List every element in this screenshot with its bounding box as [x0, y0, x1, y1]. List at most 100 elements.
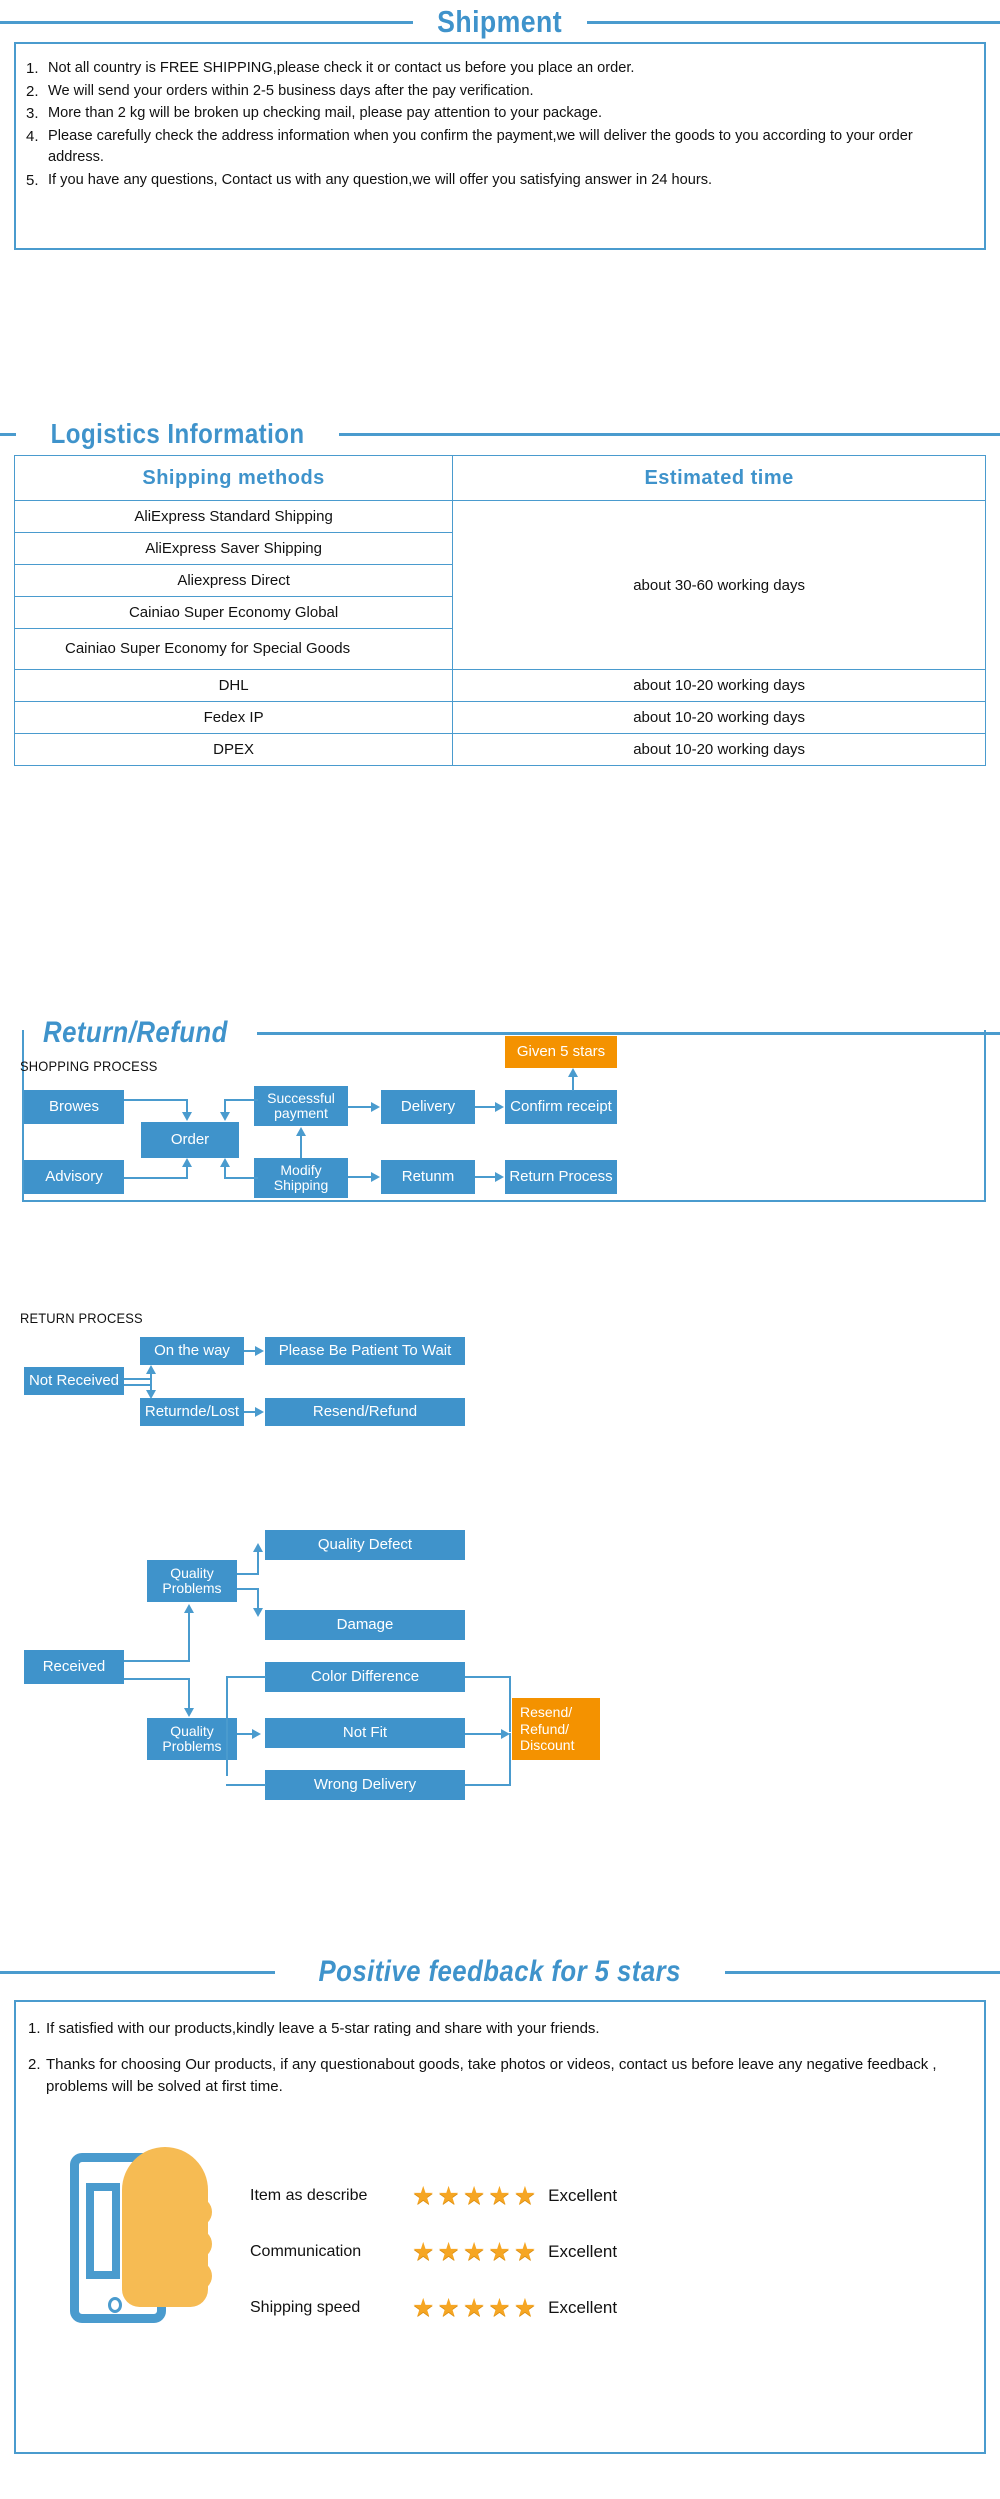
connector-notreceived-split-2: [124, 1384, 152, 1386]
connector-right-spine-top: [509, 1676, 511, 1732]
flow-node-quality-problems-top[interactable]: Quality Problems: [147, 1560, 237, 1602]
cell-shipping-method: AliExpress Standard Shipping: [13, 500, 454, 533]
list-text: We will send your orders within 2-5 busi…: [48, 82, 534, 99]
cell-shipping-method: Aliexpress Direct: [13, 564, 454, 597]
connector-payment-delivery: [348, 1106, 372, 1108]
flow-node-quality-defect[interactable]: Quality Defect: [265, 1530, 465, 1560]
star-icon: ★: [488, 2237, 511, 2266]
arrow-right-icon: [495, 1102, 504, 1112]
list-text: If you have any questions, Contact us wi…: [48, 171, 713, 188]
star-icon: ★: [437, 2181, 460, 2210]
divider-line-right: [339, 432, 1000, 436]
list-number: 4.: [26, 128, 39, 146]
thumb-knuckle-3: [156, 2261, 212, 2291]
connector-modify-order-rise: [224, 1167, 226, 1179]
arrow-right-icon: [252, 1729, 261, 1739]
feedback-title: Positive feedback for 5 stars: [318, 1955, 682, 1988]
connector-browes-order: [124, 1099, 188, 1101]
list-number: 3.: [26, 105, 39, 123]
flow-node-resend-refund[interactable]: Resend/Refund: [265, 1398, 465, 1426]
arrow-down-icon: [253, 1608, 263, 1617]
connector-color-resend: [465, 1676, 511, 1678]
flow-node-received[interactable]: Received: [24, 1650, 124, 1684]
cell-shipping-method: DHL: [13, 669, 454, 702]
flow-node-return-process[interactable]: Return Process: [505, 1160, 617, 1194]
star-icon: ★: [513, 2237, 537, 2266]
cell-shipping-method: AliExpress Saver Shipping: [13, 532, 454, 565]
cell-estimated-time: about 10-20 working days: [452, 701, 986, 734]
arrow-down-icon: [220, 1112, 230, 1121]
flow-node-please-wait[interactable]: Please Be Patient To Wait: [265, 1337, 465, 1365]
divider-line-right: [256, 1031, 1000, 1035]
star-icon: ★: [488, 2181, 511, 2210]
arrow-up-icon: [182, 1158, 192, 1167]
flow-node-given-5-stars[interactable]: Given 5 stars: [505, 1036, 617, 1068]
rating-row: Communication ★ ★ ★ ★ ★ Excellent: [250, 2224, 730, 2280]
flow-node-delivery[interactable]: Delivery: [381, 1090, 475, 1124]
flow-node-not-received[interactable]: Not Received: [24, 1367, 124, 1395]
logistics-table: Shipping methods Estimated time AliExpre…: [13, 455, 986, 766]
connector-notreceived-split: [124, 1378, 152, 1380]
flow-node-advisory[interactable]: Advisory: [24, 1160, 124, 1194]
divider-line-left: [0, 20, 414, 24]
list-item: 2. We will send your orders within 2-5 bu…: [26, 81, 968, 102]
shopping-process-panel: [22, 1030, 986, 1202]
flow-node-damage[interactable]: Damage: [265, 1610, 465, 1640]
return-process-label: RETURN PROCESS: [20, 1310, 143, 1326]
flow-node-color-difference[interactable]: Color Difference: [265, 1662, 465, 1692]
connector-qp-defect: [237, 1573, 259, 1575]
flow-node-quality-problems-bottom[interactable]: Quality Problems: [147, 1718, 237, 1760]
list-item: 3.More than 2 kg will be broken up check…: [26, 103, 968, 124]
flow-node-confirm-receipt[interactable]: Confirm receipt: [505, 1090, 617, 1124]
list-number: 1.: [26, 60, 39, 77]
star-rating: ★ ★ ★ ★ ★: [412, 2181, 537, 2210]
connector-notfit-resend: [465, 1733, 503, 1735]
cell-shipping-method: DPEX: [13, 733, 454, 766]
connector-received-qp-top: [124, 1660, 190, 1662]
divider-line-left: [0, 1032, 14, 1035]
connector-received-qp-bottom: [124, 1678, 190, 1680]
thumbs-up-phone-icon: [56, 2145, 246, 2330]
connector-right-spine-bottom: [509, 1733, 511, 1785]
star-icon: ★: [462, 2181, 486, 2210]
logistics-section-header: Logistics Information: [0, 418, 1000, 450]
connector-confirm-5stars: [572, 1077, 574, 1091]
connector-qp-vertical-spine: [226, 1676, 228, 1776]
star-icon: ★: [513, 2293, 537, 2322]
table-row: Cainiao Super Economy for Special Goods: [13, 628, 986, 670]
column-header-estimated-time: Estimated time: [452, 455, 986, 501]
connector-down-stem: [150, 1384, 152, 1392]
flow-node-modify-shipping[interactable]: Modify Shipping: [254, 1158, 348, 1198]
connector-ontheway-wait: [244, 1350, 256, 1352]
flow-node-wrong-delivery[interactable]: Wrong Delivery: [265, 1770, 465, 1800]
rating-verdict: Excellent: [548, 2298, 618, 2317]
star-icon: ★: [412, 2181, 435, 2210]
flow-node-on-the-way[interactable]: On the way: [140, 1337, 244, 1365]
flow-node-order[interactable]: Order: [141, 1122, 239, 1158]
flow-node-returned-lost[interactable]: Returnde/Lost: [140, 1398, 244, 1426]
connector-qp-damage: [237, 1588, 259, 1590]
star-icon: ★: [513, 2181, 537, 2210]
rating-label: Shipping speed: [250, 2299, 361, 2316]
connector-received-qp-bottom-drop: [188, 1678, 190, 1710]
flow-node-not-fit[interactable]: Not Fit: [265, 1718, 465, 1748]
list-number: 2.: [28, 2055, 41, 2073]
cell-estimated-time: about 10-20 working days: [452, 733, 986, 766]
flow-node-returnm[interactable]: Retunm: [381, 1160, 475, 1194]
flow-node-resend-refund-discount[interactable]: Resend/ Refund/ Discount: [512, 1698, 600, 1760]
cell-grouped-estimated-time: about 30-60 working days: [452, 500, 986, 670]
list-number: 1.: [28, 2020, 41, 2037]
table-row: DHL about 10-20 working days: [13, 669, 986, 702]
arrow-right-icon: [501, 1729, 510, 1739]
flow-node-successful-payment[interactable]: Successful payment: [254, 1086, 348, 1126]
cell-shipping-method: Cainiao Super Economy for Special Goods: [13, 628, 454, 670]
list-number: 2.: [26, 82, 39, 100]
table-row: Fedex IP about 10-20 working days: [13, 701, 986, 734]
shipment-notes-list: 1.Not all country is FREE SHIPPING,pleas…: [16, 44, 984, 190]
connector-up-stem: [150, 1374, 152, 1384]
arrow-right-icon: [495, 1172, 504, 1182]
connector-qp-notfit: [237, 1733, 253, 1735]
star-icon: ★: [412, 2237, 435, 2266]
flow-node-browes[interactable]: Browes: [24, 1090, 124, 1124]
shipment-panel: 1.Not all country is FREE SHIPPING,pleas…: [14, 42, 986, 250]
